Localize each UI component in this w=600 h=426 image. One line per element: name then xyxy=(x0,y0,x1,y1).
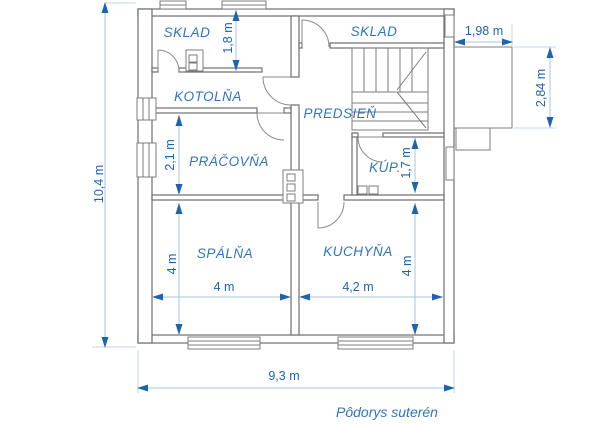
room-label-kupelna: KÚP. xyxy=(369,160,401,175)
flue xyxy=(188,62,198,71)
wall-top xyxy=(137,8,455,17)
annex-step xyxy=(455,127,491,151)
dim-spalna-width: 4 m xyxy=(152,280,291,301)
arrow-down-icon xyxy=(101,337,109,348)
wall-sklad-left-a xyxy=(151,67,159,73)
window-bottom-2 xyxy=(337,336,414,350)
chimney-sklad xyxy=(185,49,204,72)
dim-label: 4,2 m xyxy=(342,280,373,294)
wall-central-upper xyxy=(290,15,300,78)
fixture xyxy=(357,185,368,195)
room-label-predsien: PREDSIEŇ xyxy=(303,106,376,121)
window-left-1 xyxy=(136,97,157,121)
arrow-right-icon xyxy=(444,384,455,392)
stair-break-lines xyxy=(396,51,427,129)
dim-sklad-height: 1,8 m xyxy=(221,10,240,71)
wall-kup-top-a xyxy=(351,132,359,138)
window-right-1 xyxy=(444,14,455,38)
dim-kuchyna-height: 4 m xyxy=(400,203,419,335)
staircase xyxy=(351,47,429,131)
flue xyxy=(188,54,198,63)
dim-label: 4 m xyxy=(214,280,235,294)
dim-label: 1,7 m xyxy=(399,147,413,178)
window-right-2 xyxy=(445,146,455,181)
dim-kuchyna-width: 4,2 m xyxy=(299,280,443,301)
wall-kotolna-a xyxy=(151,107,258,114)
doors xyxy=(157,19,384,229)
chimney-central xyxy=(282,169,304,204)
door-sklad-right xyxy=(301,19,330,48)
flue xyxy=(286,193,296,202)
stair-outline xyxy=(351,47,429,131)
room-label-pracovna: PRÁČOVŇA xyxy=(189,154,269,169)
dim-label: 1,98 m xyxy=(465,24,503,38)
room-label-sklad-right: SKLAD xyxy=(351,24,398,39)
wall-kuchyna-b xyxy=(343,194,445,201)
wall-pracovna-spalna xyxy=(151,194,292,201)
plan-title: Pôdorys suterén xyxy=(336,404,438,420)
wall-kotolna-b xyxy=(283,107,292,114)
arrow-left-icon xyxy=(137,384,148,392)
dim-pracovna-height: 2,1 m xyxy=(163,115,183,195)
room-label-sklad-left: SKLAD xyxy=(164,25,211,40)
door-pracovna xyxy=(256,112,285,141)
dim-label: 9,3 m xyxy=(268,369,299,383)
dim-label: 4 m xyxy=(400,256,414,277)
dim-label: 10,4 m xyxy=(92,165,106,203)
door-sklad-left xyxy=(157,49,180,72)
room-label-kuchyna: KUCHYŇA xyxy=(323,244,393,259)
dim-label: 2,84 m xyxy=(534,69,548,107)
wall-kup-left xyxy=(351,132,358,196)
flue xyxy=(286,173,296,182)
arrow-up-icon xyxy=(101,2,109,13)
dim-annex-height: 2,84 m xyxy=(514,46,556,129)
annex xyxy=(453,46,513,151)
door-kupelna xyxy=(357,136,384,163)
room-label-spalna: SPÁLŇA xyxy=(197,246,253,261)
room-label-kotolna: KOTOLŇA xyxy=(174,89,242,104)
stair-treads-lower xyxy=(352,91,428,122)
door-kotolna xyxy=(262,76,292,106)
dim-total-height: 10,4 m xyxy=(92,2,136,348)
dim-total-width: 9,3 m xyxy=(137,350,455,393)
dim-kupelna-height: 1,7 m xyxy=(399,138,419,193)
wall-central-lower xyxy=(290,104,300,336)
fixture xyxy=(368,185,379,195)
dim-label: 2,1 m xyxy=(163,139,177,170)
windows xyxy=(136,0,455,350)
bathroom-fixtures xyxy=(357,185,379,195)
flue xyxy=(286,183,296,192)
dim-label: 1,8 m xyxy=(221,22,235,53)
annex-outline xyxy=(453,46,513,129)
dim-label: 4 m xyxy=(165,254,179,275)
room-labels: SKLAD SKLAD KOTOLŇA PREDSIEŇ PRÁČOVŇA KÚ… xyxy=(164,24,401,261)
dim-annex-width: 1,98 m xyxy=(454,24,513,46)
window-left-2 xyxy=(136,142,157,178)
stair-treads-upper xyxy=(363,48,413,92)
wall-sklad-right-b xyxy=(329,42,445,49)
dim-spalna-height: 4 m xyxy=(165,203,183,335)
interior-walls xyxy=(151,15,445,336)
window-bottom-1 xyxy=(187,336,261,350)
wall-kup-top-b xyxy=(382,132,445,138)
door-kuchyna xyxy=(317,201,345,229)
